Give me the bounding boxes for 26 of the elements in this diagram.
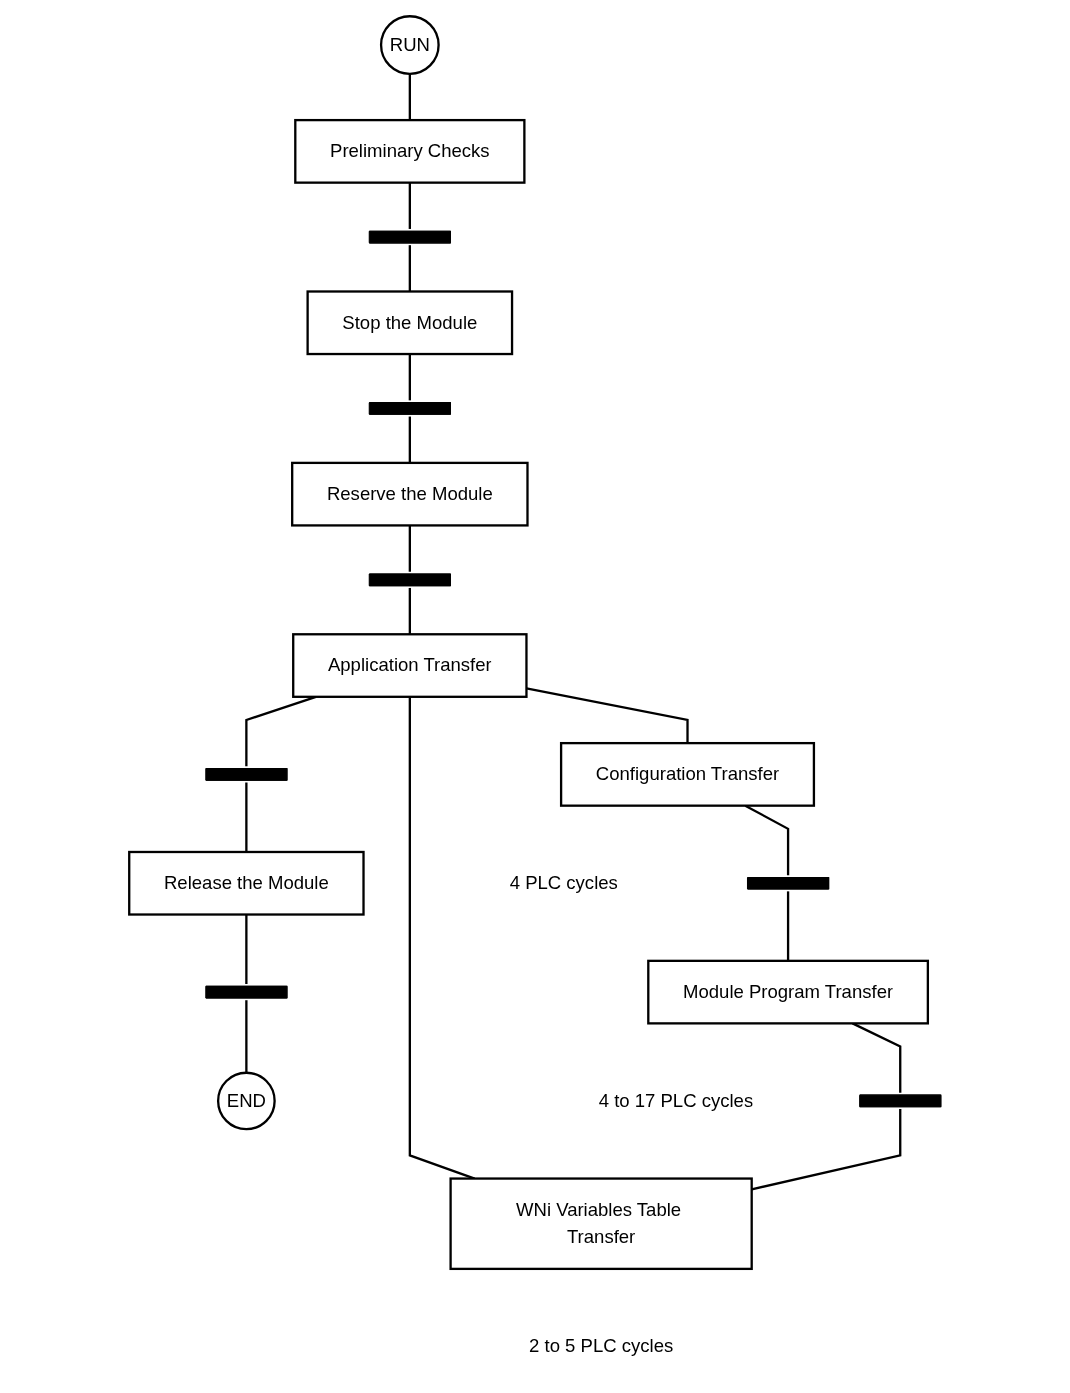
connector [245, 999, 248, 1073]
connector [408, 353, 411, 400]
connector [408, 182, 411, 229]
node-box: WNi Variables Table Transfer [449, 1176, 753, 1270]
node-box: Application Transfer [292, 632, 528, 698]
connector [408, 524, 411, 572]
node-circle: END [216, 1071, 276, 1130]
connector [751, 1108, 902, 1190]
connector [786, 890, 790, 961]
node-label: 2 to 5 PLC cycles [529, 1335, 674, 1356]
connector [408, 73, 411, 120]
node-label: 4 to 17 PLC cycles [598, 1090, 754, 1110]
connector [526, 686, 689, 743]
node-box: Configuration Transfer [559, 741, 816, 807]
node-circle: RUN [379, 14, 440, 75]
node-label: 4 PLC cycles [509, 872, 618, 893]
connector [408, 244, 411, 291]
connector [245, 914, 248, 984]
node-box: Module Program Transfer [647, 959, 929, 1025]
connector [245, 782, 248, 852]
node-box: Reserve the Module [291, 461, 529, 527]
node-box: Preliminary Checks [294, 118, 526, 184]
connector [408, 416, 411, 463]
node-box: Stop the Module [306, 289, 514, 355]
connector [408, 587, 411, 634]
node-box: Release the Module [128, 850, 365, 916]
